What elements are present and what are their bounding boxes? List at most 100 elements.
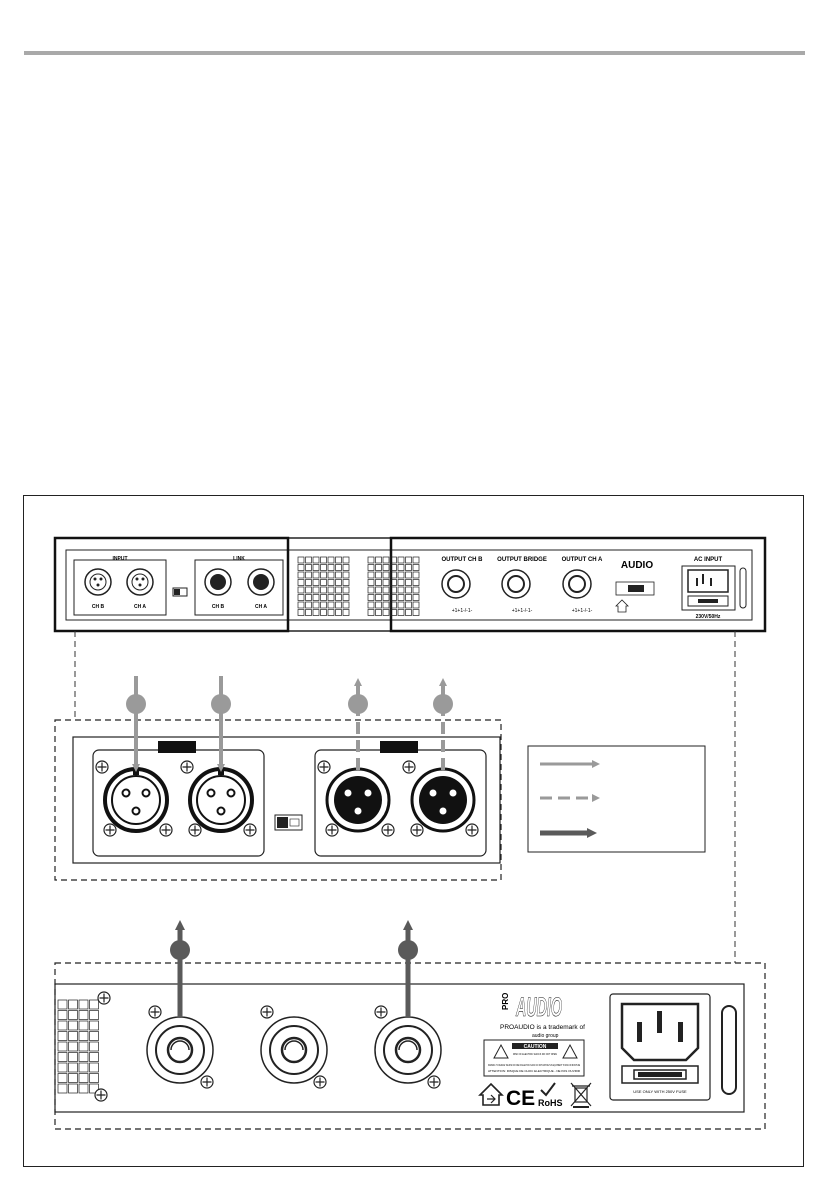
vent-hole	[320, 594, 327, 601]
vent-hole	[367, 609, 375, 616]
xlr-link-ch-b	[325, 767, 391, 833]
vent-hole	[397, 579, 405, 586]
vent-hole	[367, 601, 375, 609]
screw-slot	[319, 762, 329, 772]
arrow-legend	[527, 745, 706, 853]
vent-hole	[382, 571, 390, 579]
vent-hole	[57, 1062, 68, 1073]
fuse-text: USE ONLY WITH 250V FUSE	[633, 1089, 687, 1094]
vent-hole	[335, 564, 342, 571]
speakon-output-b	[146, 1016, 214, 1084]
vent-hole	[390, 556, 397, 564]
vent-hole	[312, 609, 320, 616]
vent-hole	[327, 609, 335, 616]
xlr-detail-section	[54, 719, 502, 881]
vent-hole	[312, 601, 320, 609]
vent-hole	[405, 564, 412, 571]
screw-slot	[245, 825, 255, 835]
vent-hole	[397, 609, 405, 616]
vent-hole	[57, 1041, 68, 1052]
vent-hole	[327, 601, 335, 609]
screw-slot	[467, 825, 477, 835]
vent-hole	[342, 579, 350, 586]
vent-hole	[89, 1010, 99, 1020]
screw-slot	[97, 762, 107, 772]
caution-title: CAUTION	[524, 1044, 547, 1050]
vent-hole	[342, 586, 350, 594]
mini-input-label: INPUT	[113, 556, 128, 562]
mini-house-icon	[615, 599, 629, 613]
vent-hole	[390, 594, 397, 601]
vent-hole	[412, 601, 420, 609]
vent-hole	[405, 601, 412, 609]
vent-hole	[375, 586, 382, 594]
screw-slot	[202, 1077, 212, 1087]
vent-hole	[412, 564, 420, 571]
vent-hole	[320, 609, 327, 616]
top-rule	[24, 51, 805, 55]
vent-hole	[405, 556, 412, 564]
vent-hole	[382, 579, 390, 586]
screw-slot	[190, 825, 200, 835]
power-switch-slot	[721, 1005, 737, 1095]
vent-hole	[327, 571, 335, 579]
vent-hole	[397, 556, 405, 564]
mini-brand-audio: AUDIO	[621, 560, 653, 571]
screw-slot	[429, 1077, 439, 1087]
diagram-frame	[23, 495, 804, 1167]
vent-hole	[375, 594, 382, 601]
vent-hole	[57, 1083, 68, 1094]
vent-hole	[382, 594, 390, 601]
vent-hole	[297, 594, 305, 601]
warning-triangle-icon	[493, 1043, 509, 1059]
vent-hole	[367, 579, 375, 586]
vent-hole	[305, 556, 312, 564]
vent-hole	[335, 586, 342, 594]
link-signal-arrows	[348, 678, 453, 770]
screw-slot	[327, 825, 337, 835]
vent-hole	[68, 1083, 78, 1094]
screw-slot	[105, 825, 115, 835]
mini-brand-block: AUDIO	[615, 560, 655, 613]
mini-input-group: INPUT CH B CH A	[73, 556, 188, 616]
vent-hole	[68, 1062, 78, 1073]
vent-hole	[57, 1010, 68, 1020]
vent-hole	[342, 594, 350, 601]
weee-bin-icon	[570, 1082, 592, 1108]
house-icon	[478, 1082, 504, 1106]
vent-hole	[367, 594, 375, 601]
vent-hole	[68, 1010, 78, 1020]
ground-lift-switch	[274, 814, 303, 831]
brand-audio: AUDIO	[515, 992, 562, 1022]
vent-hole	[89, 1062, 99, 1073]
xlr-input-ch-b	[103, 767, 169, 833]
screw-slot	[150, 1007, 160, 1017]
vent-hole	[78, 1052, 89, 1062]
vent-hole	[312, 579, 320, 586]
speakon-output-a	[374, 1016, 442, 1084]
vent-hole	[78, 1041, 89, 1052]
ce-mark: CE	[506, 1087, 535, 1110]
vent-hole	[390, 586, 397, 594]
mounting-screws	[95, 760, 479, 837]
mini-output-a-pins: +1+1-/-1-	[572, 608, 593, 614]
vent-hole	[390, 571, 397, 579]
mini-output-b: OUTPUT CH B +1+1-/-1-	[441, 557, 483, 614]
vent-hole	[327, 556, 335, 564]
vent-hole	[68, 1031, 78, 1041]
vent-hole	[405, 571, 412, 579]
vent-hole	[305, 571, 312, 579]
vent-hole	[382, 586, 390, 594]
screw-slot	[96, 1090, 106, 1100]
vent-hole	[405, 586, 412, 594]
screw-slot	[182, 762, 192, 772]
vent-hole	[305, 579, 312, 586]
screw-slot	[315, 1077, 325, 1087]
vent-hole	[412, 571, 420, 579]
vent-hole	[320, 601, 327, 609]
vent-hole	[312, 594, 320, 601]
shock-triangle-icon	[562, 1043, 578, 1059]
vent-hole	[68, 1020, 78, 1031]
mini-ch-b-label: CH B	[92, 604, 105, 610]
screw-slot	[412, 825, 422, 835]
